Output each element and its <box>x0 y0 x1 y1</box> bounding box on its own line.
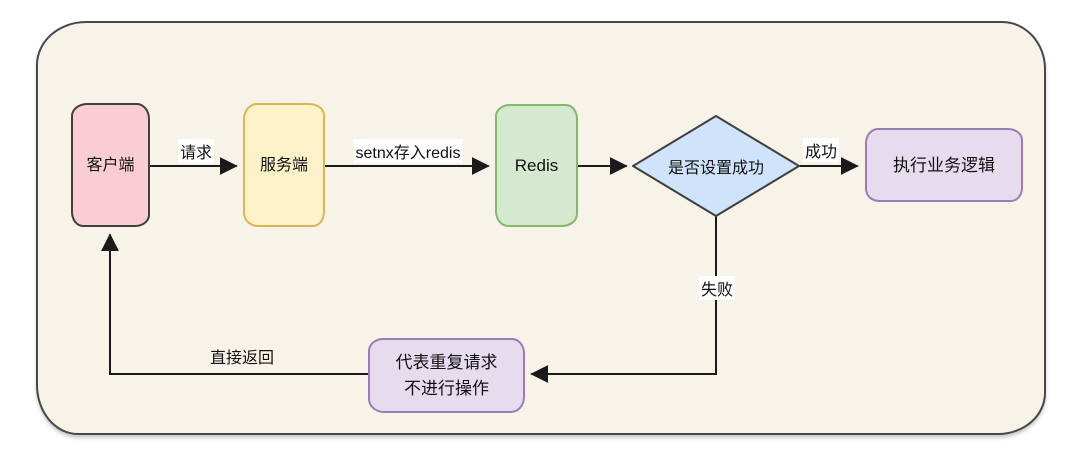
duplicate-request-node: 代表重复请求 不进行操作 <box>368 338 525 413</box>
client-node: 客户端 <box>71 103 150 227</box>
decision-diamond <box>632 115 800 217</box>
arrow-decision-to-duplicate <box>530 215 717 383</box>
decision-node-label: 是否设置成功 <box>667 160 765 177</box>
client-node-label: 客户端 <box>86 156 135 174</box>
setnx-edge-label: setnx存入redis <box>353 139 463 163</box>
arrow-duplicate-to-client <box>101 233 369 375</box>
success-edge-label: 成功 <box>802 138 840 162</box>
duplicate-request-line2: 不进行操作 <box>404 378 489 398</box>
redis-node-label: Redis <box>514 156 559 175</box>
server-node: 服务端 <box>243 103 325 227</box>
redis-node: Redis <box>495 104 578 227</box>
business-logic-node: 执行业务逻辑 <box>865 128 1023 202</box>
server-node-label: 服务端 <box>259 156 308 174</box>
request-edge-label: 请求 <box>177 139 215 163</box>
duplicate-request-line1: 代表重复请求 <box>395 352 498 372</box>
failure-edge-label: 失败 <box>698 276 736 300</box>
business-logic-node-label: 执行业务逻辑 <box>893 155 995 175</box>
direct-return-edge-label: 直接返回 <box>209 350 275 367</box>
